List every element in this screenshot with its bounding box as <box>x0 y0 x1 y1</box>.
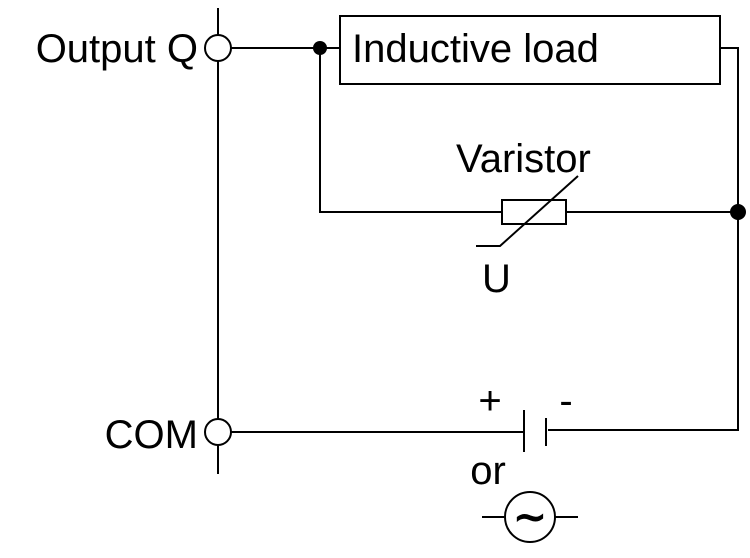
junction-dot-right <box>730 204 746 220</box>
varistor-slash <box>476 175 579 247</box>
ac-symbol-label: ~ <box>512 492 547 541</box>
junction-dot-top <box>313 41 327 55</box>
inductive-load-label: Inductive load <box>352 27 599 71</box>
or-label: or <box>470 449 506 493</box>
plus-label: + <box>478 379 501 423</box>
output-terminal <box>204 34 232 62</box>
minus-label: - <box>559 379 572 423</box>
varistor-label: Varistor <box>456 137 591 181</box>
varistor-body <box>501 199 567 225</box>
com-label: COM <box>105 413 198 457</box>
output-q-label: Output Q <box>36 27 198 71</box>
u-label: U <box>482 257 511 301</box>
com-terminal <box>204 418 232 446</box>
load-right-wire <box>548 47 739 431</box>
varistor-left-wire <box>319 48 502 213</box>
inductive-load-box <box>339 15 721 85</box>
